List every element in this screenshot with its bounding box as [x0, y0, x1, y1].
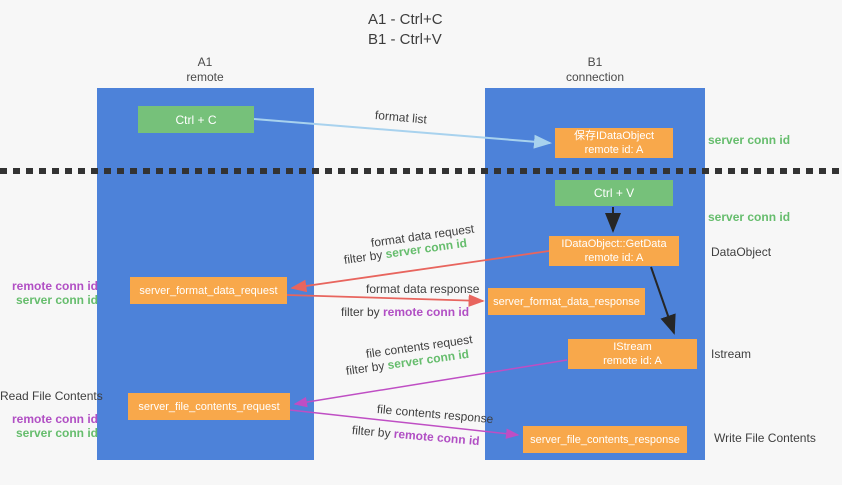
label-format-data-response: format data response	[366, 282, 480, 296]
label-filter-by-remote-conn-id-1: filter by remote conn id	[341, 305, 469, 319]
label-dataobject: DataObject	[711, 245, 772, 259]
node-server-format-data-response-label: server_format_data_response	[493, 295, 640, 308]
label-filter-by-remote-conn-id-2: filter by remote conn id	[351, 423, 480, 448]
node-idataobject-getdata-line1: IDataObject::GetData	[561, 238, 667, 250]
node-server-format-data-request-label: server_format_data_request	[139, 284, 278, 297]
node-save-idataobject-line1: 保存IDataObject	[573, 130, 655, 142]
title-line-1: A1 - Ctrl+C	[368, 11, 443, 28]
node-idataobject-getdata: IDataObject::GetData remote id: A	[549, 236, 679, 266]
column-a1-name: remote	[186, 70, 224, 84]
column-b1-name: connection	[565, 70, 625, 84]
column-b1-id: B1	[587, 55, 603, 69]
node-ctrl-v: Ctrl + V	[555, 180, 673, 206]
node-server-format-data-response: server_format_data_response	[488, 288, 645, 315]
node-server-file-contents-request-label: server_file_contents_request	[138, 400, 280, 413]
label-server-conn-id-top: server conn id	[708, 133, 791, 147]
node-istream-line1: IStream	[613, 341, 652, 353]
column-header-a1: A1 remote	[150, 55, 260, 85]
label-server-conn-id-file: server conn id	[15, 426, 98, 440]
label-remote-conn-id-format: remote conn id	[11, 279, 98, 293]
label-format-list: format list	[374, 108, 428, 127]
column-a1-id: A1	[197, 55, 213, 69]
node-server-format-data-request: server_format_data_request	[130, 277, 287, 304]
column-header-b1: B1 connection	[540, 55, 650, 85]
label-read-file-contents: Read File Contents	[0, 389, 103, 403]
label-write-file-contents: Write File Contents	[714, 431, 816, 445]
node-server-file-contents-response: server_file_contents_response	[523, 426, 687, 453]
node-ctrl-c: Ctrl + C	[138, 106, 254, 133]
node-server-file-contents-request: server_file_contents_request	[128, 393, 290, 420]
node-idataobject-getdata-line2: remote id: A	[584, 252, 644, 264]
filter-by-text: filter by	[341, 305, 384, 319]
remote-conn-id-text: remote conn id	[383, 305, 470, 319]
node-istream: IStream remote id: A	[568, 339, 697, 369]
node-save-idataobject-line2: remote id: A	[584, 144, 644, 156]
title-line-2: B1 - Ctrl+V	[368, 31, 442, 48]
remote-conn-id-text: remote conn id	[393, 426, 481, 449]
filter-by-text: filter by	[345, 358, 389, 378]
label-file-contents-response: file contents response	[376, 402, 494, 427]
node-istream-line2: remote id: A	[603, 355, 662, 367]
label-server-conn-id-format: server conn id	[15, 293, 98, 307]
filter-by-text: filter by	[351, 423, 395, 441]
label-server-conn-id-mid: server conn id	[708, 210, 791, 224]
node-server-file-contents-response-label: server_file_contents_response	[530, 433, 680, 446]
label-istream: Istream	[711, 347, 752, 361]
machine-boundary-separator	[0, 168, 842, 174]
node-ctrl-c-label: Ctrl + C	[175, 112, 217, 127]
label-remote-conn-id-file: remote conn id	[11, 412, 98, 426]
diagram-title: A1 - Ctrl+C B1 - Ctrl+V	[368, 10, 443, 50]
filter-by-text: filter by	[343, 247, 387, 267]
node-save-idataobject: 保存IDataObject remote id: A	[555, 128, 673, 158]
node-ctrl-v-label: Ctrl + V	[593, 186, 635, 200]
